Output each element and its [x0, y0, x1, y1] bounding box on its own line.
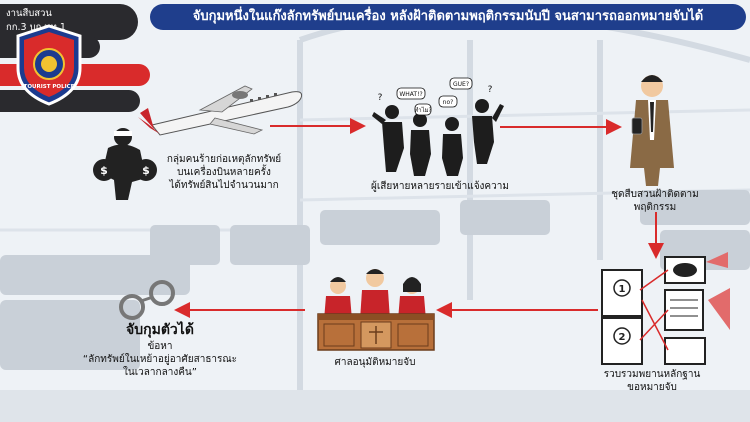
- bubble-5: GUE?: [453, 81, 469, 88]
- page-title: จับกุมหนึ่งในแก๊งลักทรัพย์บนเครื่อง หลัง…: [150, 4, 746, 30]
- bubble-4: no?: [443, 99, 454, 106]
- court-bench-icon: [317, 313, 435, 351]
- evidence-board-icon: 1 2: [601, 252, 730, 365]
- svg-text:$: $: [142, 164, 150, 177]
- step4-line-2: ขอหมายจับ: [627, 382, 677, 393]
- step1-caption: กลุ่มคนร้ายก่อเหตุลักทรัพย์ บนเครื่องบิน…: [165, 153, 283, 192]
- svg-text:$: $: [100, 164, 108, 177]
- detective-icon: [630, 75, 674, 186]
- logo-text: TOURIST POLICE: [24, 84, 75, 90]
- step6-caption: ข้อหา “ลักทรัพย์ในเหย้าอยู่อาศัยสาธารณะ …: [60, 340, 260, 379]
- step1-line-3: ได้ทรัพย์สินไปจำนวนมาก: [169, 180, 279, 191]
- tourist-police-logo: TOURIST POLICE: [16, 24, 82, 106]
- bubble-2: ?: [378, 93, 383, 103]
- evidence-1: 1: [619, 284, 626, 295]
- step3-caption: ชุดสืบสวนฝ้าติดตาม พฤติกรรม: [600, 188, 710, 214]
- step6-line-1: ข้อหา: [147, 341, 173, 352]
- thief-icon: $ $: [93, 128, 157, 200]
- step6-line-3: ในเวลากลางคืน”: [123, 367, 197, 378]
- bubble-3: ทำไม?: [414, 106, 431, 114]
- step1-line-2: บนเครื่องบินหลายครั้ง: [177, 167, 271, 178]
- unit-line-2: กก.3 บก.ทท.1: [6, 22, 66, 33]
- step4-line-1: รวบรวมพยานหลักฐาน: [603, 369, 701, 380]
- bubble-6: ?: [488, 85, 493, 95]
- step3-line-2: พฤติกรรม: [633, 202, 677, 213]
- unit-line-1: งานสืบสวน: [6, 8, 52, 19]
- step6-line-2: “ลักทรัพย์ในเหย้าอยู่อาศัยสาธารณะ: [82, 354, 238, 365]
- step6-title: จับกุมตัวได้: [126, 322, 194, 338]
- bubble-1: WHAT!?: [399, 91, 422, 98]
- airplane-icon: [138, 85, 303, 136]
- victims-icon: [372, 99, 504, 176]
- handcuffs-icon: [119, 280, 175, 320]
- step3-line-1: ชุดสืบสวนฝ้าติดตาม: [611, 189, 699, 200]
- step1-line-1: กลุ่มคนร้ายก่อเหตุลักทรัพย์: [166, 154, 282, 165]
- step4-caption: รวบรวมพยานหลักฐาน ขอหมายจับ: [592, 368, 712, 394]
- step5-caption: ศาลอนุมัติหมายจับ: [334, 357, 416, 368]
- evidence-2: 2: [619, 332, 626, 343]
- step2-caption: ผู้เสียหายหลายรายเข้าแจ้งความ: [371, 181, 509, 192]
